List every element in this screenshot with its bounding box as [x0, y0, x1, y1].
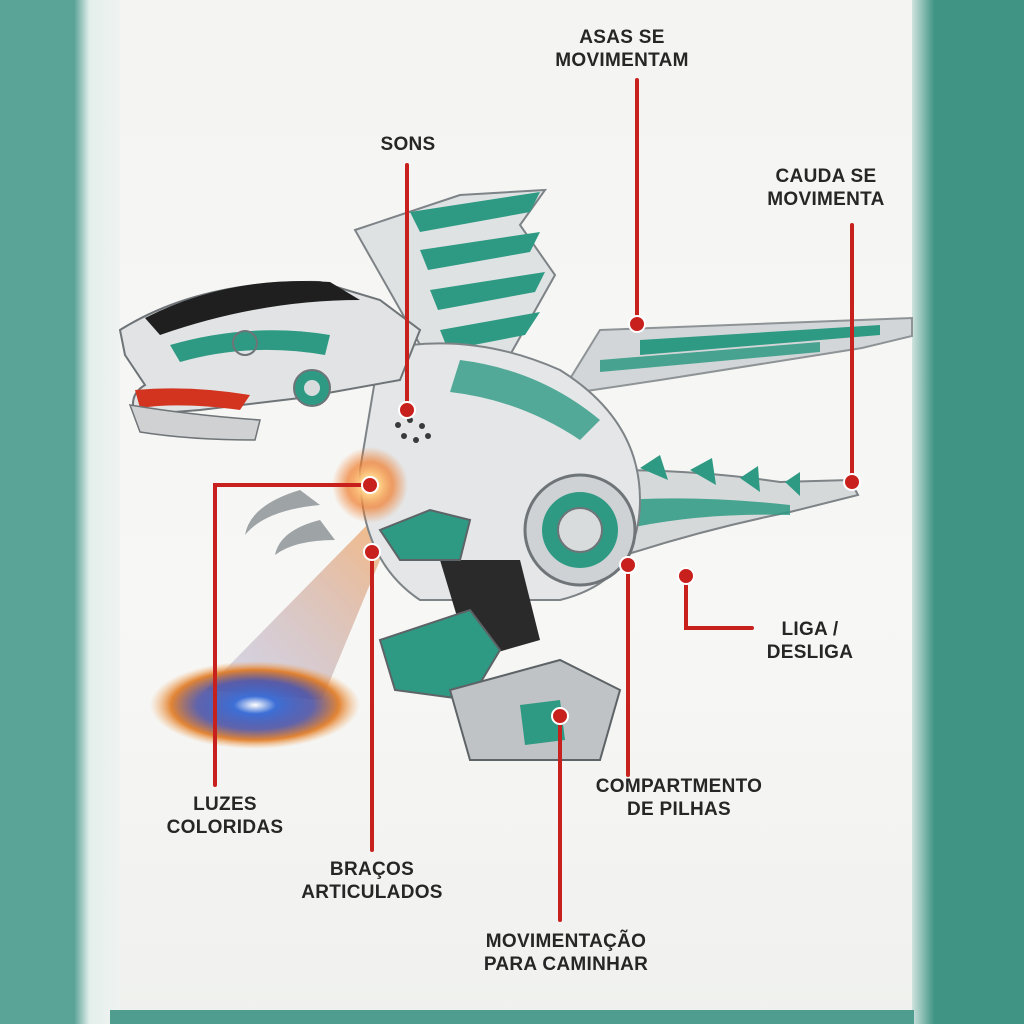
- label-tail-moves-line2: MOVIMENTA: [767, 189, 885, 210]
- label-battery-compartment-line2: DE PILHAS: [626, 799, 732, 820]
- light-projection: [150, 520, 380, 749]
- label-wings-move-line1: ASAS SE: [579, 27, 665, 48]
- arms: [245, 490, 472, 561]
- label-tail-moves-line1: CAUDA SE: [775, 166, 877, 187]
- label-sounds: SONS: [362, 133, 454, 156]
- label-walking-movement: MOVIMENTAÇÃO PARA CAMINHAR: [450, 930, 682, 976]
- label-on-off-line2: DESLIGA: [766, 642, 854, 663]
- label-walking-movement-line1: MOVIMENTAÇÃO: [485, 931, 647, 952]
- label-sounds-line1: SONS: [380, 134, 436, 155]
- label-tail-moves: CAUDA SE MOVIMENTA: [748, 165, 904, 211]
- callout-dots: [361, 315, 861, 725]
- label-on-off: LIGA / DESLIGA: [745, 618, 875, 664]
- box-bottom-strip: [110, 1010, 914, 1024]
- power-callout-line: [684, 576, 754, 630]
- label-colored-lights: LUZES COLORIDAS: [145, 793, 305, 839]
- label-colored-lights-line1: LUZES: [193, 794, 257, 815]
- label-walking-movement-line2: PARA CAMINHAR: [483, 954, 649, 975]
- label-colored-lights-line2: COLORIDAS: [166, 817, 284, 838]
- label-articulated-arms-line2: ARTICULADOS: [301, 882, 443, 903]
- label-on-off-line1: LIGA /: [781, 619, 839, 640]
- box-edge-right: [912, 0, 1024, 1024]
- label-articulated-arms: BRAÇOS ARTICULADOS: [272, 858, 472, 904]
- head: [118, 280, 422, 441]
- label-battery-compartment-line1: COMPARTMENTO: [595, 776, 763, 797]
- rear-wing: [558, 316, 913, 397]
- legs-base: [378, 560, 622, 761]
- box-edge-left: [0, 0, 128, 1024]
- label-articulated-arms-line1: BRAÇOS: [329, 859, 415, 880]
- label-wings-move-line2: MOVIMENTAM: [555, 50, 689, 71]
- label-battery-compartment: COMPARTMENTO DE PILHAS: [565, 775, 793, 821]
- lights-callout-line: [213, 483, 372, 787]
- callout-lines: [213, 78, 854, 922]
- label-wings-move: ASAS SE MOVIMENTAM: [533, 26, 711, 72]
- tail: [609, 455, 860, 562]
